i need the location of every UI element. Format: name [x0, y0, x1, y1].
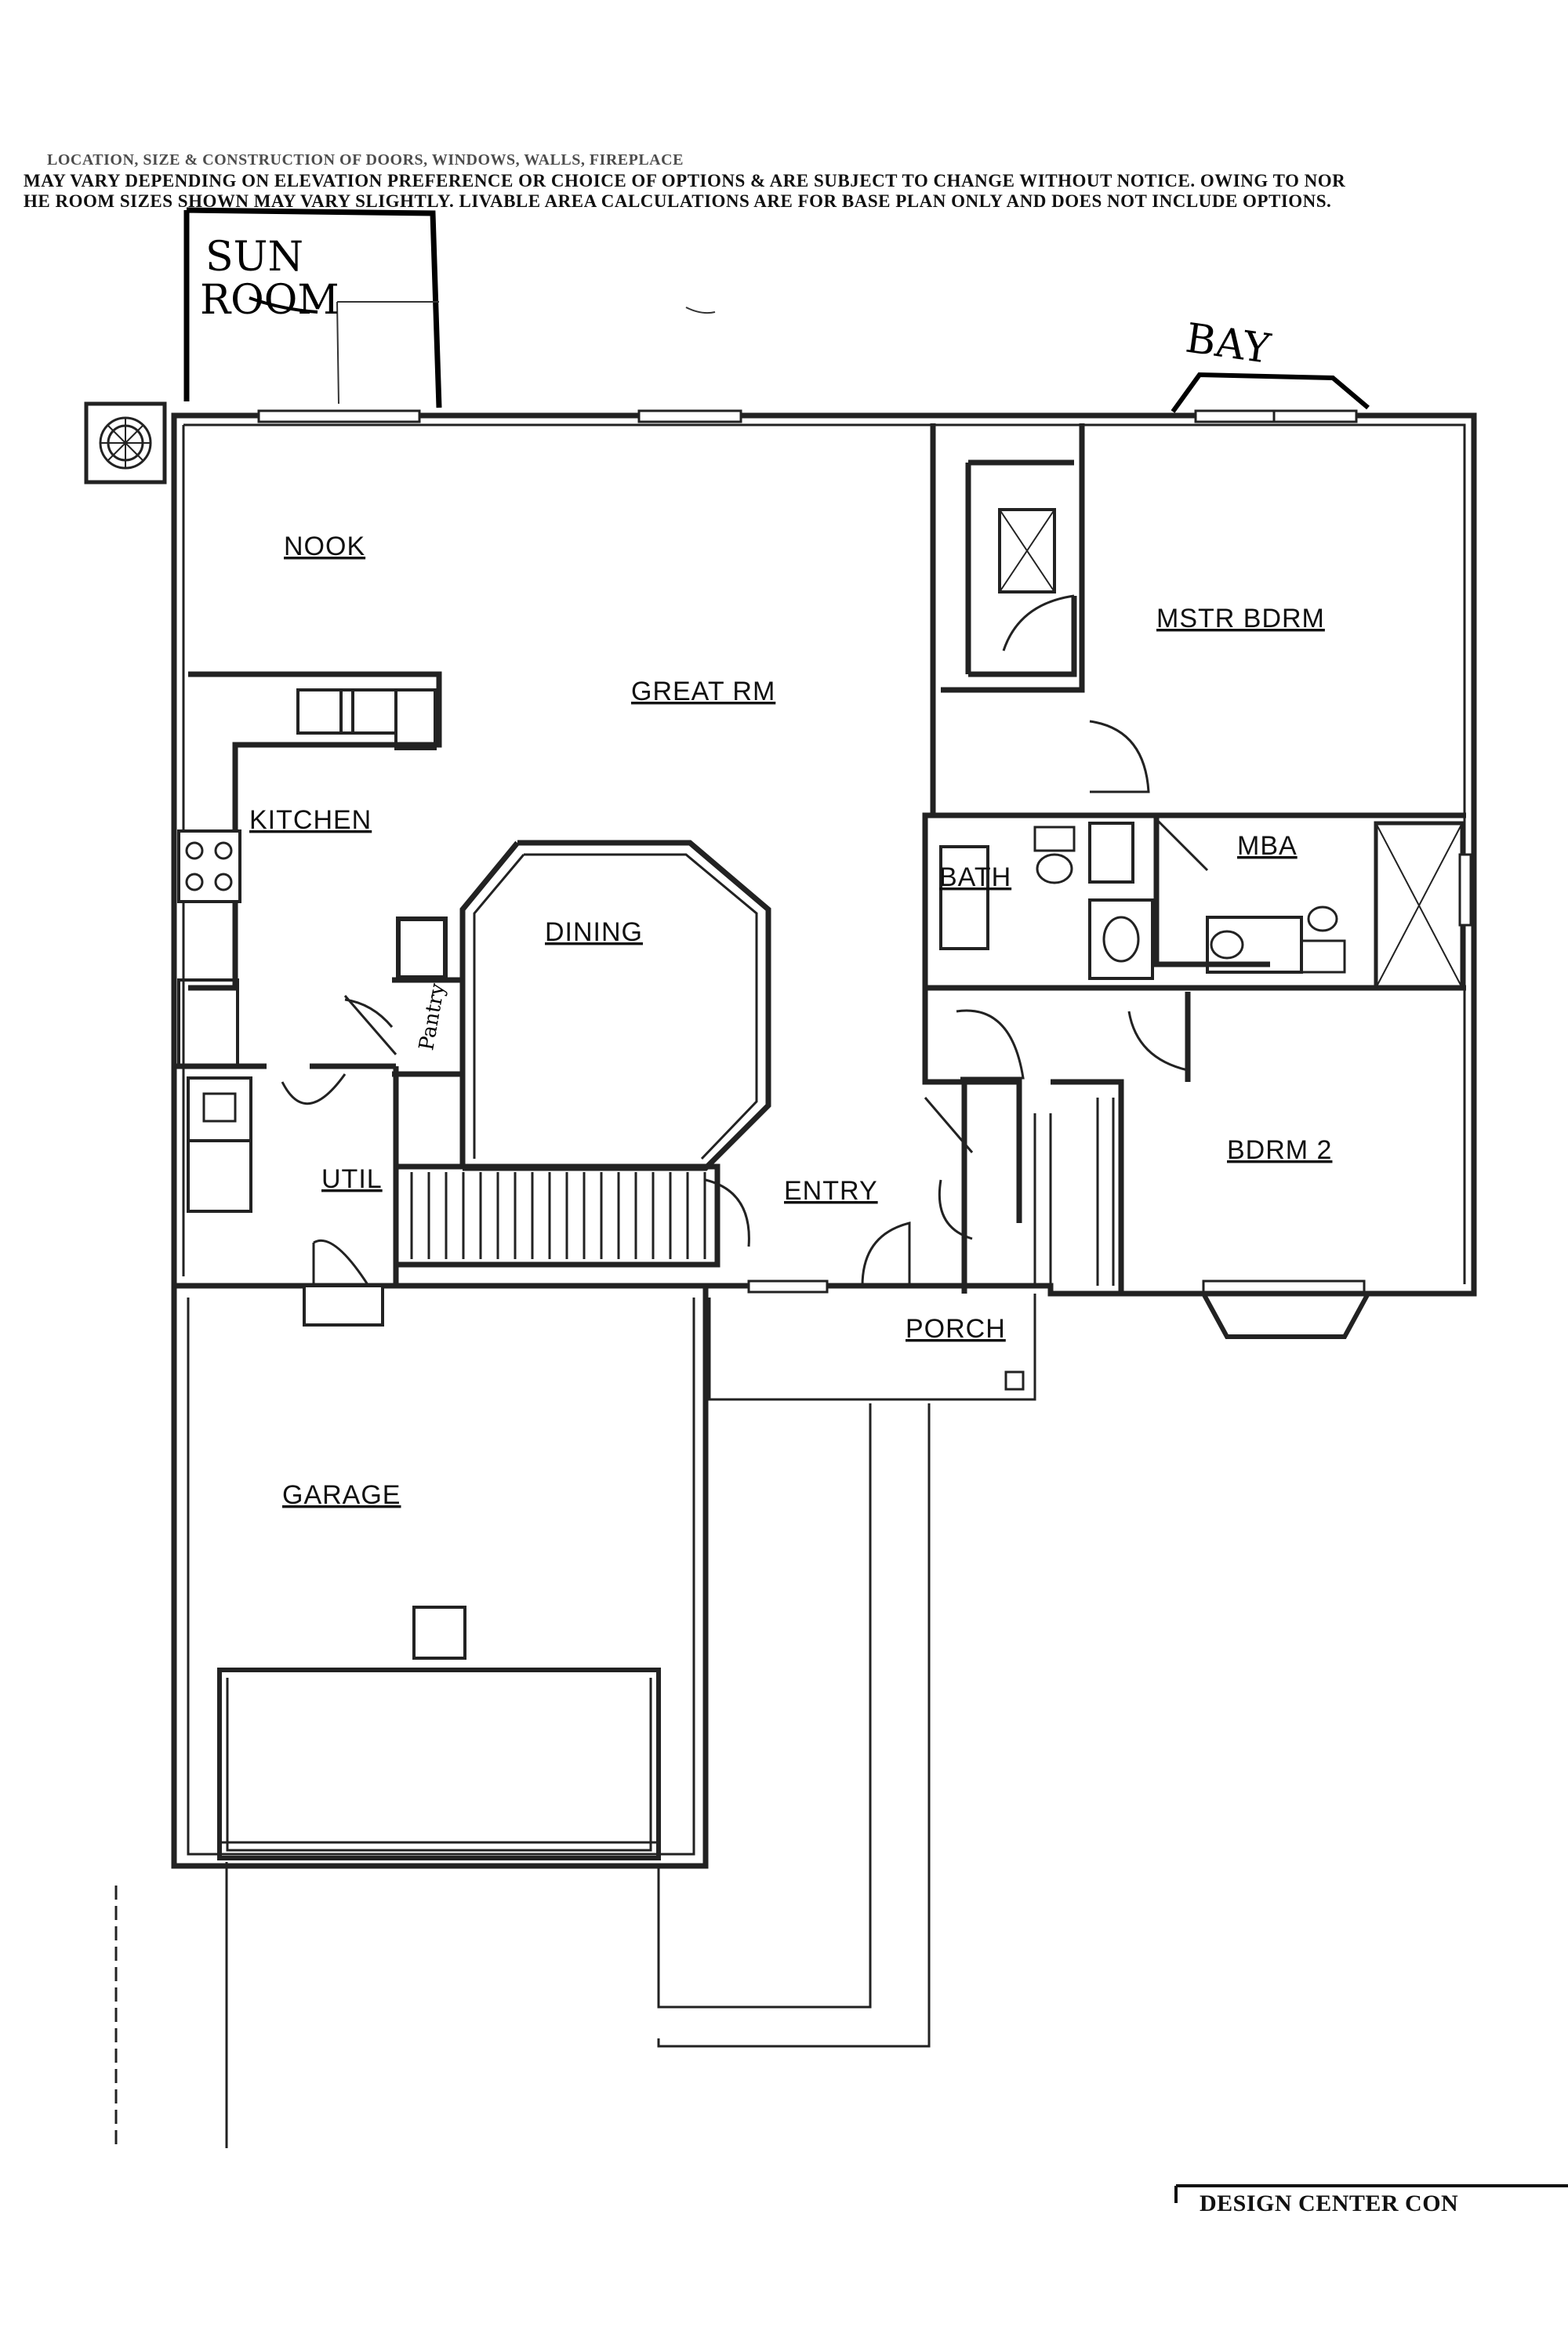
room-entry: ENTRY — [784, 1176, 878, 1206]
room-bath: BATH — [939, 862, 1011, 892]
room-porch: PORCH — [906, 1314, 1006, 1344]
driveway — [114, 1403, 931, 2148]
garage — [171, 1284, 709, 1869]
sun-room-label-2: ROOM — [200, 277, 339, 324]
bay-sketch: BAY — [1171, 315, 1370, 413]
title-block: DESIGN CENTER CON — [1174, 2184, 1568, 2216]
room-nook: NOOK — [284, 532, 365, 561]
room-labels: NOOK GREAT RM KITCHEN DINING UTIL ENTRY … — [249, 532, 1332, 1510]
room-bdrm-2: BDRM 2 — [1227, 1135, 1332, 1165]
sun-room-label-1: SUN — [205, 234, 303, 281]
porch — [708, 1294, 1036, 1401]
room-mstr-bdrm: MSTR BDRM — [1156, 604, 1325, 633]
pantry-label: Pantry — [415, 982, 450, 1052]
dining-octagon — [459, 840, 771, 1171]
header-note-line-1: MAY VARY DEPENDING ON ELEVATION PREFEREN… — [24, 171, 1345, 191]
sun-room-sketch: SUN ROOM — [183, 207, 716, 408]
header-note-line-0: LOCATION, SIZE & CONSTRUCTION OF DOORS, … — [47, 151, 684, 169]
room-util: UTIL — [321, 1164, 383, 1194]
header-note-line-2: HE ROOM SIZES SHOWN MAY VARY SLIGHTLY. L… — [24, 191, 1331, 211]
room-dining: DINING — [545, 917, 643, 947]
bedroom-walls — [747, 423, 1472, 1339]
entry-doors — [705, 1178, 973, 1287]
pantry: Pantry — [343, 916, 466, 1077]
room-great-rm: GREAT RM — [631, 677, 775, 706]
stairs — [393, 1163, 720, 1268]
bay-label: BAY — [1183, 315, 1274, 374]
room-mba: MBA — [1237, 831, 1298, 861]
room-kitchen: KITCHEN — [249, 805, 372, 835]
title-block-text: DESIGN CENTER CON — [1200, 2190, 1458, 2216]
room-garage: GARAGE — [282, 1480, 401, 1510]
util-walls — [176, 1063, 399, 1287]
fireplace-icon — [84, 401, 167, 485]
